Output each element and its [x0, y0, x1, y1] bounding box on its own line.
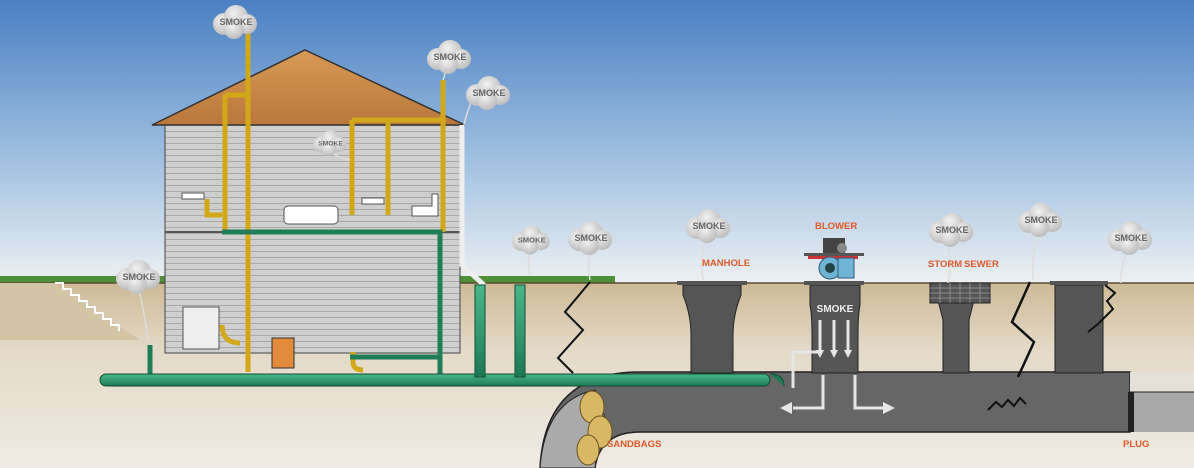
downspout: [459, 125, 486, 287]
manhole-label: MANHOLE: [702, 258, 750, 269]
smoke-cloud: SMOKE: [427, 40, 471, 74]
roof: [151, 49, 466, 126]
blower: [804, 238, 864, 280]
manhole-shaft: [677, 281, 747, 374]
smoke-cloud: SMOKE: [929, 213, 973, 247]
washer: [182, 306, 220, 350]
svg-text:SMOKE: SMOKE: [935, 225, 968, 235]
svg-text:SMOKE: SMOKE: [472, 88, 505, 98]
sandbags: [576, 390, 613, 466]
smoke-cloud: SMOKE: [116, 260, 160, 294]
airflow-arrows: [791, 320, 883, 410]
toilet: [411, 193, 439, 217]
embankment: [0, 283, 140, 340]
storm-sewer-shaft: [929, 282, 991, 374]
svg-text:SMOKE: SMOKE: [1114, 233, 1147, 243]
svg-text:SMOKE: SMOKE: [692, 221, 725, 231]
crack-icon: [1010, 281, 1036, 378]
crack-icon: [556, 281, 591, 374]
svg-text:SMOKE: SMOKE: [518, 236, 546, 245]
plug-label: PLUG: [1123, 439, 1149, 450]
svg-text:SMOKE: SMOKE: [433, 52, 466, 62]
steps: [55, 282, 120, 331]
svg-text:SMOKE: SMOKE: [574, 233, 607, 243]
shaft-smoke-label: SMOKE: [817, 304, 854, 315]
right-manhole-shaft: [1050, 281, 1108, 374]
smoke-cloud: SMOKE: [512, 225, 550, 255]
blower-label: BLOWER: [815, 221, 857, 232]
building-lateral: [99, 284, 785, 387]
svg-text:SMOKE: SMOKE: [219, 17, 252, 27]
svg-text:SMOKE: SMOKE: [1024, 215, 1057, 225]
svg-text:SMOKE: SMOKE: [318, 140, 343, 147]
smoke-cloud: SMOKE: [568, 221, 612, 255]
storm-label: STORM: [928, 259, 962, 270]
smoke-cloud: SMOKE: [686, 209, 730, 243]
sewer-label: SEWER: [964, 259, 999, 270]
smoke-cloud: SMOKE: [313, 130, 347, 156]
house: [147, 20, 486, 380]
smoke-cloud: SMOKE: [213, 5, 257, 39]
crack-icon: [1087, 284, 1117, 333]
svg-text:SMOKE: SMOKE: [122, 272, 155, 282]
smoke-cloud: SMOKE: [466, 76, 510, 110]
sink: [181, 192, 205, 200]
smoke-cloud: SMOKE: [1018, 203, 1062, 237]
smoke-cloud: SMOKE: [1108, 221, 1152, 255]
bathtub: [283, 205, 339, 225]
sink-2: [361, 197, 385, 205]
water-heater: [271, 337, 295, 369]
plug: [1128, 392, 1134, 432]
crack-icon: [987, 396, 1027, 411]
sandbags-label: SANDBAGS: [607, 439, 661, 450]
